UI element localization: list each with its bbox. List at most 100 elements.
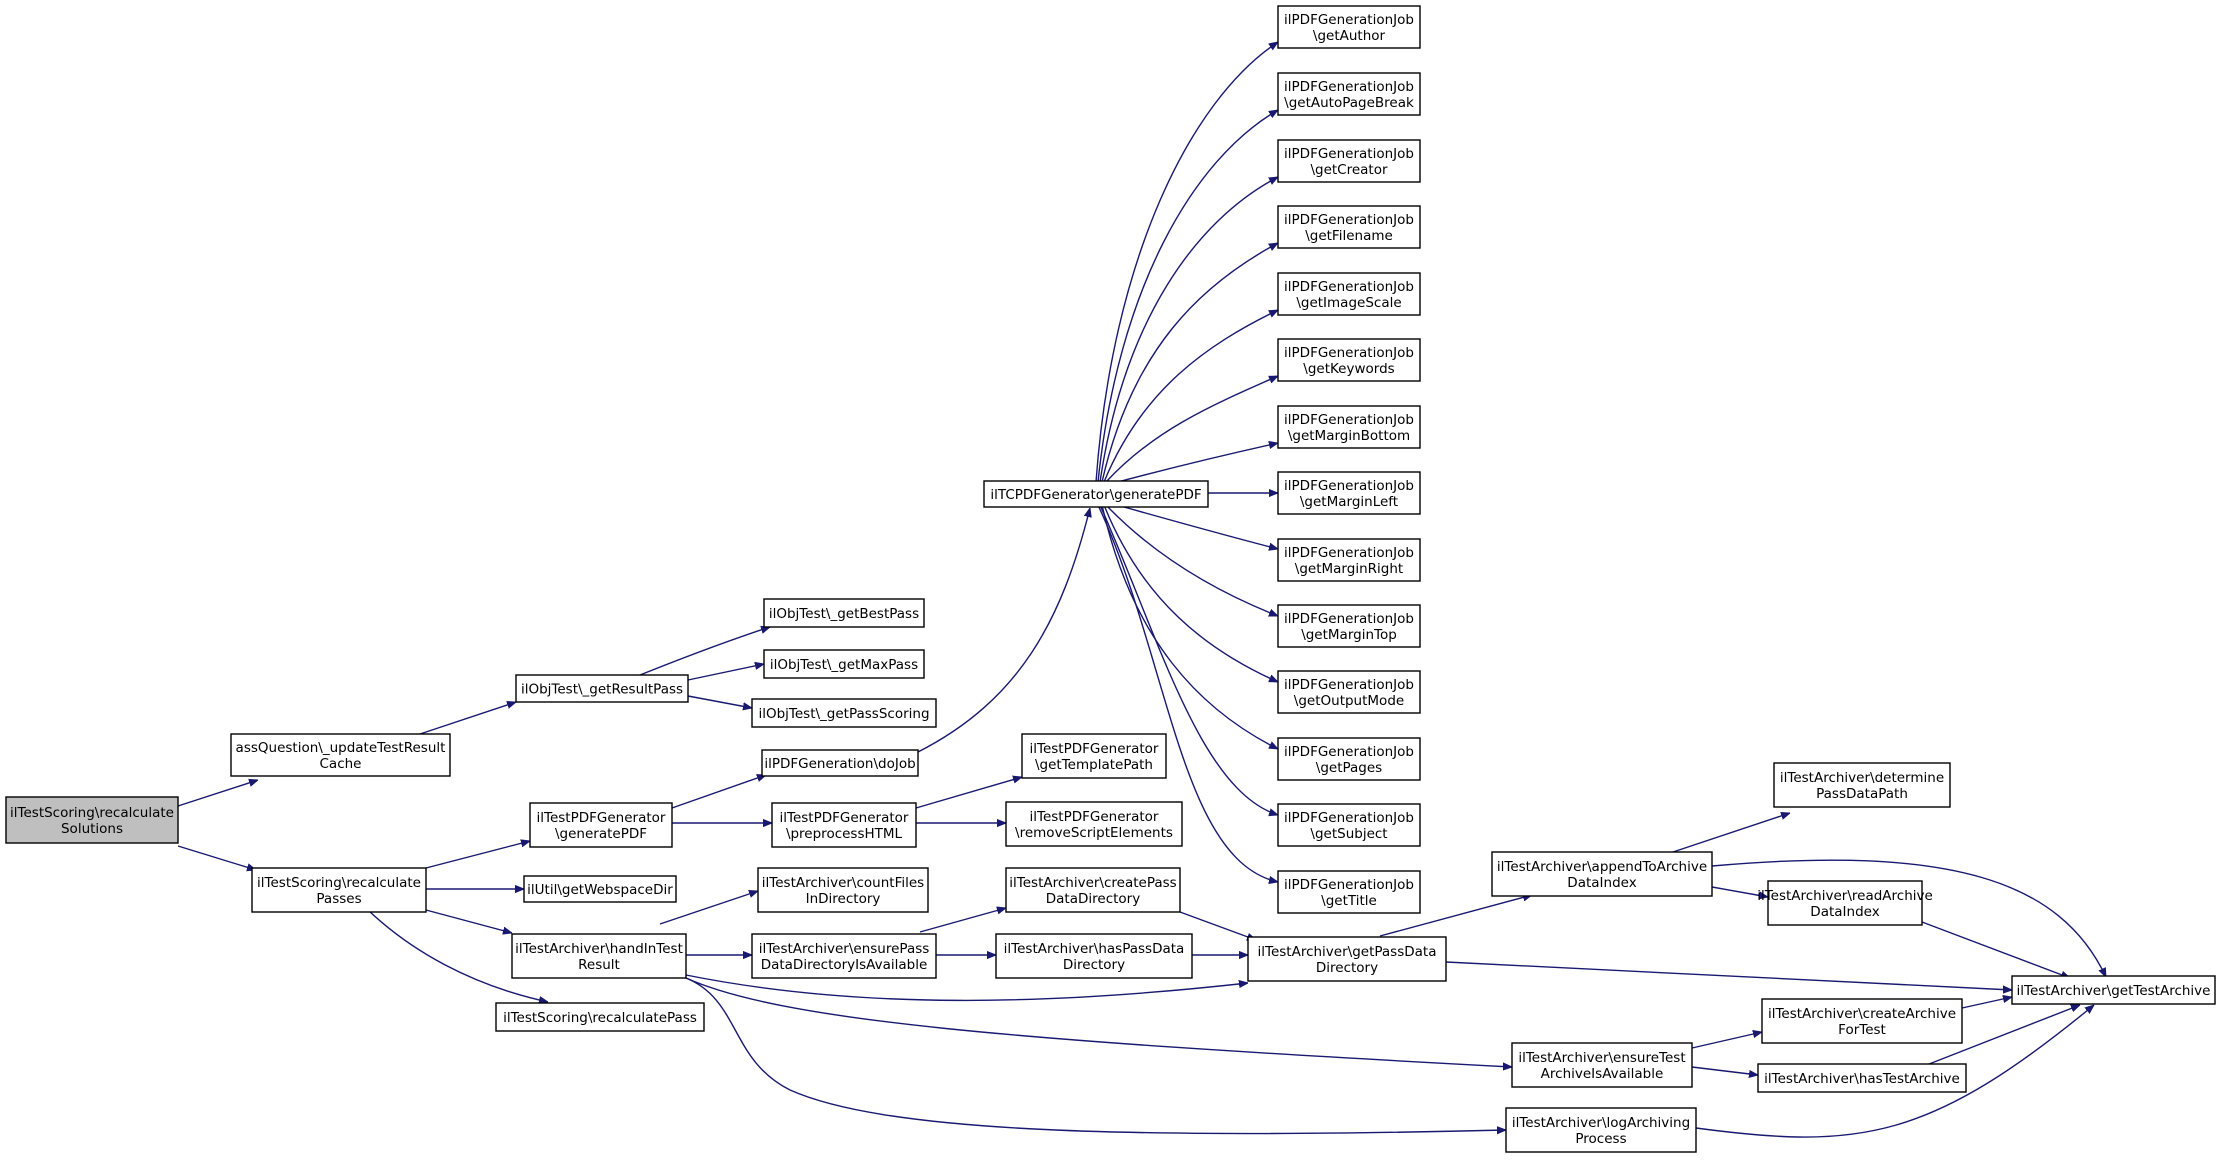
node-get-result-pass[interactable]: ilObjTest\_getResultPass: [515, 674, 689, 703]
node-label: \getTitle: [1321, 893, 1377, 909]
node-label: ilTestArchiver\appendToArchive: [1497, 859, 1707, 875]
node-get-title[interactable]: ilPDFGenerationJob\getTitle: [1277, 870, 1421, 914]
node-get-author[interactable]: ilPDFGenerationJob\getAuthor: [1277, 5, 1421, 49]
node-get-max-pass[interactable]: ilObjTest\_getMaxPass: [763, 649, 925, 679]
node-label: ilPDFGenerationJob: [1284, 279, 1414, 295]
node-get-test-archive[interactable]: ilTestArchiver\getTestArchive: [2011, 975, 2216, 1005]
node-get-subject[interactable]: ilPDFGenerationJob\getSubject: [1277, 803, 1421, 847]
edge-getresultpass-getbestpass: [639, 627, 770, 676]
node-box: [1277, 405, 1421, 449]
node-label: DataIndex: [1567, 875, 1636, 891]
edge-appendindex-gettestarchive: [1711, 859, 2107, 977]
node-label: ilTCPDFGenerator\generatePDF: [990, 487, 1201, 503]
edge-appendindex-readindex: [1711, 886, 1768, 897]
node-label: ilTestArchiver\logArchiving: [1512, 1115, 1690, 1131]
node-label: \getAuthor: [1313, 28, 1386, 44]
node-label: Solutions: [61, 821, 123, 837]
node-get-creator[interactable]: ilPDFGenerationJob\getCreator: [1277, 139, 1421, 183]
node-get-margin-bottom[interactable]: ilPDFGenerationJob\getMarginBottom: [1277, 405, 1421, 449]
node-label: \getTemplatePath: [1035, 757, 1153, 773]
node-box: [757, 867, 929, 913]
node-label: ilObjTest\_getMaxPass: [770, 657, 918, 673]
edge-recalcpasses-handin: [425, 909, 512, 933]
node-remove-script-elements[interactable]: ilTestPDFGenerator\removeScriptElements: [1005, 801, 1183, 847]
node-label: \getMarginTop: [1301, 627, 1397, 643]
node-label: Cache: [320, 756, 362, 772]
node-label: ilPDFGenerationJob: [1284, 877, 1414, 893]
node-label: PassDataPath: [1816, 786, 1908, 802]
node-box: [751, 698, 937, 728]
node-label: Result: [578, 957, 620, 973]
node-label: ilTestArchiver\determine: [1780, 770, 1944, 786]
node-label: ilTestPDFGenerator: [1030, 741, 1159, 757]
edge-tcpdf-imagescale: [1103, 309, 1278, 483]
edge-tcpdf-marginbottom: [1109, 443, 1278, 485]
node-label: ilTestPDFGenerator: [1030, 809, 1159, 825]
node-ensure-pass-data-directory[interactable]: ilTestArchiver\ensurePassDataDirectoryIs…: [751, 933, 937, 979]
edge-readindex-gettestarchive: [1921, 921, 2070, 979]
node-box: [1761, 998, 1963, 1044]
node-test-pdf-generate[interactable]: ilTestPDFGenerator\generatePDF: [529, 802, 673, 848]
edge-getpassdata-appendindex: [1379, 895, 1532, 937]
node-label: ilPDFGenerationJob: [1284, 412, 1414, 428]
node-box: [1277, 471, 1421, 515]
node-label: Passes: [316, 891, 361, 907]
node-tcpdf-generate[interactable]: ilTCPDFGenerator\generatePDF: [983, 480, 1209, 508]
node-get-margin-right[interactable]: ilPDFGenerationJob\getMarginRight: [1277, 538, 1421, 582]
node-box: [1277, 205, 1421, 249]
node-box: [983, 480, 1209, 508]
node-label: Process: [1575, 1131, 1626, 1147]
node-label: ilUtil\getWebspaceDir: [527, 882, 673, 898]
node-get-best-pass[interactable]: ilObjTest\_getBestPass: [763, 598, 925, 628]
node-label: ilTestScoring\recalculate: [10, 805, 174, 821]
node-preprocess-html[interactable]: ilTestPDFGenerator\preprocessHTML: [771, 802, 917, 848]
node-get-margin-top[interactable]: ilPDFGenerationJob\getMarginTop: [1277, 604, 1421, 648]
edge-tcpdf-title: [1097, 504, 1278, 882]
edge-getpassdata-gettestarchive: [1445, 961, 2012, 990]
node-label: ilPDFGeneration\doJob: [764, 756, 915, 772]
node-get-template-path[interactable]: ilTestPDFGenerator\getTemplatePath: [1021, 733, 1167, 779]
node-get-keywords[interactable]: ilPDFGenerationJob\getKeywords: [1277, 338, 1421, 382]
node-label: ilObjTest\_getResultPass: [521, 682, 683, 698]
node-get-filename[interactable]: ilPDFGenerationJob\getFilename: [1277, 205, 1421, 249]
node-get-webspace-dir[interactable]: ilUtil\getWebspaceDir: [523, 875, 677, 903]
node-get-pass-scoring[interactable]: ilObjTest\_getPassScoring: [751, 698, 937, 728]
edge-ensuretest-hastestarchive: [1691, 1066, 1758, 1075]
node-box: [529, 802, 673, 848]
node-label: \getFilename: [1305, 228, 1393, 244]
node-get-pages[interactable]: ilPDFGenerationJob\getPages: [1277, 737, 1421, 781]
node-label: \getOutputMode: [1294, 693, 1404, 709]
node-label: \getAutoPageBreak: [1284, 95, 1414, 111]
node-get-image-scale[interactable]: ilPDFGenerationJob\getImageScale: [1277, 272, 1421, 316]
node-ensure-test-archive-available[interactable]: ilTestArchiver\ensureTestArchiveIsAvaila…: [1511, 1042, 1693, 1088]
node-has-test-archive[interactable]: ilTestArchiver\hasTestArchive: [1757, 1063, 1967, 1093]
node-label: ilTestArchiver\countFiles: [762, 875, 924, 891]
node-box: [523, 875, 677, 903]
node-get-margin-left[interactable]: ilPDFGenerationJob\getMarginLeft: [1277, 471, 1421, 515]
node-label: \getMarginBottom: [1288, 428, 1410, 444]
edge-logarchiving-gettestarchive: [1695, 1005, 2094, 1138]
node-recalculate-pass[interactable]: ilTestScoring\recalculatePass: [495, 1002, 705, 1032]
node-box: [1773, 762, 1951, 808]
node-do-job[interactable]: ilPDFGeneration\doJob: [761, 749, 919, 777]
node-label: ilObjTest\_getPassScoring: [758, 706, 929, 722]
node-label: \getKeywords: [1303, 361, 1394, 377]
node-get-output-mode[interactable]: ilPDFGenerationJob\getOutputMode: [1277, 670, 1421, 714]
edge-hastestarchive-gettestarchive: [1923, 1004, 2080, 1067]
node-get-auto-page-break[interactable]: ilPDFGenerationJob\getAutoPageBreak: [1277, 72, 1421, 116]
node-label: \getSubject: [1310, 826, 1387, 842]
node-box: [1277, 5, 1421, 49]
